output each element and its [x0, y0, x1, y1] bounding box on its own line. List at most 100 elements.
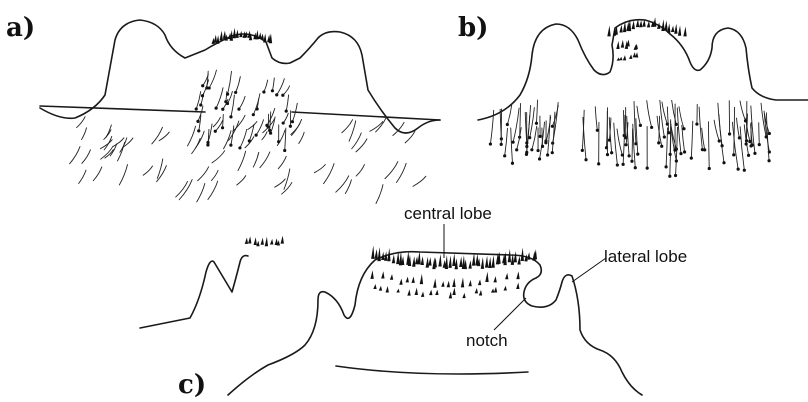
- hair-socket: [683, 150, 686, 153]
- hair-stroke: [82, 150, 91, 164]
- hair-socket: [639, 124, 642, 127]
- hair-stroke: [260, 152, 270, 168]
- seta-spine: [661, 19, 664, 31]
- hair-socket: [622, 163, 625, 166]
- hair-stroke: [505, 128, 508, 155]
- hair-stroke: [637, 106, 640, 125]
- hair-socket: [721, 144, 724, 147]
- hair-socket: [758, 143, 761, 146]
- seta-spine: [390, 274, 393, 280]
- hair-socket: [634, 142, 637, 145]
- seta-spine: [433, 278, 436, 287]
- hair-stroke: [248, 122, 257, 130]
- hair-stroke: [196, 92, 200, 109]
- hair-stroke: [208, 181, 218, 199]
- hair-socket: [634, 166, 637, 169]
- hair-stroke: [264, 80, 268, 92]
- hair-socket: [215, 107, 218, 110]
- seta-spine: [445, 255, 448, 269]
- hair-stroke: [223, 114, 224, 127]
- seta-spine: [468, 260, 471, 268]
- hair-stroke: [671, 125, 676, 161]
- seta-spine: [420, 274, 423, 284]
- hair-stroke: [228, 71, 232, 94]
- seta-spine: [674, 24, 677, 34]
- hair-socket: [282, 121, 285, 124]
- hair-stroke: [342, 120, 353, 133]
- hair-stroke: [77, 117, 85, 128]
- lateral-lobe-pointer: [572, 258, 606, 282]
- seta-spine: [619, 57, 622, 60]
- hair-stroke: [82, 128, 87, 140]
- hair-stroke: [708, 122, 709, 169]
- seta-spine: [452, 278, 455, 287]
- hair-stroke: [240, 129, 247, 147]
- hair-socket: [624, 143, 627, 146]
- seta-spine: [373, 284, 376, 289]
- hair-socket: [650, 126, 653, 129]
- hair-stroke: [237, 176, 246, 185]
- seta-spine: [281, 236, 284, 244]
- seta-spine: [635, 52, 638, 57]
- seta-spine: [462, 293, 465, 298]
- hair-stroke: [283, 86, 290, 95]
- seta-spine: [219, 31, 222, 41]
- hair-socket: [744, 119, 747, 122]
- seta-spine: [270, 239, 273, 245]
- lateral-lobe-label: lateral lobe: [604, 247, 687, 266]
- hair-stroke: [511, 128, 513, 163]
- hair-stroke: [595, 107, 597, 131]
- seta-spine: [491, 289, 494, 293]
- seta-spine: [516, 283, 519, 290]
- hair-socket: [581, 149, 584, 152]
- seta-spine: [381, 271, 384, 278]
- hair-stroke: [282, 183, 292, 195]
- seta-spine: [514, 251, 517, 262]
- hair-socket: [551, 125, 554, 128]
- hair-socket: [669, 153, 672, 156]
- seta-spine: [683, 26, 686, 36]
- hair-socket: [206, 141, 209, 144]
- hair-stroke: [211, 170, 218, 180]
- hair-stroke: [617, 129, 622, 155]
- seta-spine: [475, 288, 478, 293]
- hair-socket: [511, 141, 514, 144]
- hair-stroke: [732, 122, 738, 169]
- notch-label: notch: [466, 331, 508, 350]
- hair-socket: [528, 136, 531, 139]
- hair-socket: [525, 145, 528, 148]
- seta-spine: [411, 277, 414, 283]
- seta-spine: [374, 249, 377, 259]
- hair-stroke: [345, 180, 351, 194]
- hair-stroke: [215, 120, 223, 131]
- hair-socket: [628, 154, 631, 157]
- seta-spine: [488, 257, 491, 268]
- hair-socket: [610, 151, 613, 154]
- seta-spine: [399, 278, 402, 284]
- hair-stroke: [299, 132, 304, 143]
- hair-socket: [197, 129, 200, 132]
- hair-socket: [608, 139, 611, 142]
- seta-spine: [263, 34, 266, 43]
- hair-socket: [500, 143, 503, 146]
- seta-spine: [385, 286, 388, 292]
- seta-spine: [632, 20, 635, 29]
- hair-socket: [535, 122, 538, 125]
- seta-spine: [417, 251, 420, 265]
- hair-socket: [229, 144, 232, 147]
- hair-stroke: [70, 147, 80, 164]
- hair-stroke: [385, 162, 398, 179]
- hair-stroke: [324, 164, 335, 184]
- seta-spine: [653, 17, 656, 27]
- hair-socket: [234, 91, 237, 94]
- hair-stroke: [286, 95, 288, 111]
- hair-socket: [546, 153, 549, 156]
- hair-socket: [511, 162, 514, 165]
- hair-socket: [271, 89, 274, 92]
- panel-c-letter: c): [178, 370, 206, 400]
- seta-spine: [485, 256, 488, 268]
- hair-stroke: [157, 166, 167, 182]
- seta-spine: [505, 273, 508, 279]
- hair-stroke: [216, 88, 223, 108]
- hair-socket: [584, 158, 587, 161]
